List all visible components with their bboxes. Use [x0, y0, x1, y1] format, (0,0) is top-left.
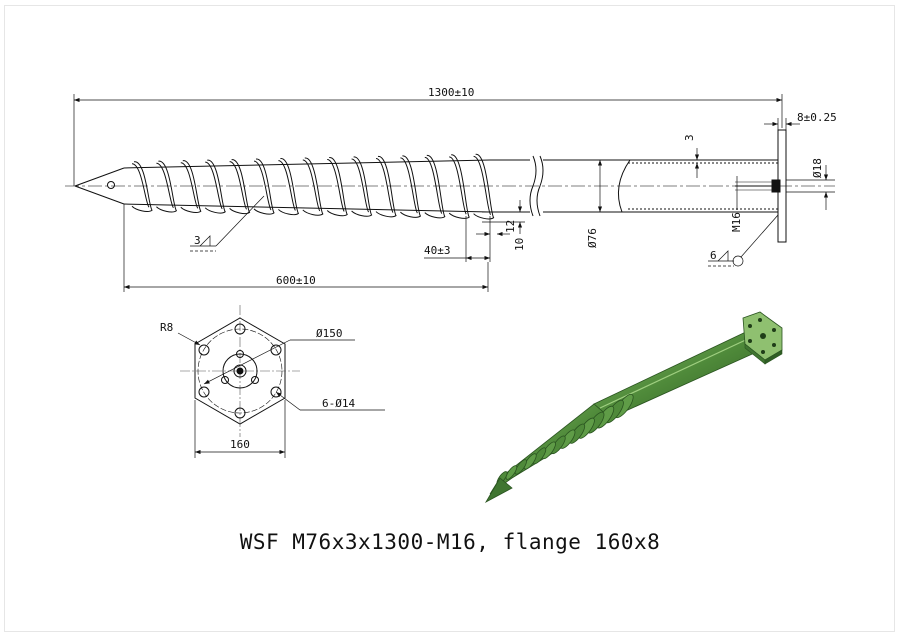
tip-hole [107, 181, 115, 189]
helix-coil [156, 160, 178, 213]
helix-coil [448, 154, 470, 219]
flange-bolt-circle: Ø150 [316, 327, 343, 340]
drawing-frame [4, 5, 895, 632]
helix-coil [204, 159, 226, 214]
helix-coil [253, 158, 275, 215]
helix-coil-inner [448, 156, 467, 215]
helix-coil-inner [302, 159, 321, 212]
helix-coil [326, 157, 348, 217]
dim-pitch-gap: 12 [504, 220, 517, 233]
weld-symbol-right: 6 [710, 249, 717, 262]
helix-coil-inner [351, 158, 370, 213]
dimension-lines [73, 94, 835, 292]
dim-overall-length: 1300±10 [428, 86, 474, 99]
inner-ring [222, 353, 258, 389]
helix-coil-3d [514, 459, 527, 475]
helix-coil [131, 161, 153, 212]
helix-coil-inner [375, 157, 394, 213]
helix-coil-3d [532, 447, 547, 465]
helix-coil-inner [424, 156, 443, 214]
dim-center-hole: Ø18 [811, 158, 824, 178]
helix-coil [302, 157, 324, 216]
flange-top-view [177, 305, 385, 458]
helix-coil-inner [204, 161, 223, 210]
helix-coil [278, 158, 300, 216]
break-mark-1 [529, 155, 537, 217]
dim-thread: M16 [730, 212, 743, 232]
helix-coil [375, 155, 397, 218]
flange-3d-holes [748, 318, 776, 354]
bolt-circle [197, 328, 283, 414]
dim-flange-thickness: 8±0.25 [797, 111, 837, 124]
helix-coil [473, 153, 495, 220]
dim-helix-offset: 40±3 [424, 244, 451, 257]
helix-coil [424, 154, 446, 219]
helix-coil-inner [253, 160, 272, 211]
flange-texts: R8 Ø150 6-Ø14 160 [160, 321, 355, 451]
tube-bottom-threaded [123, 203, 491, 213]
helix-coil [400, 155, 422, 218]
dim-helix-length: 600±10 [276, 274, 316, 287]
flange-bolt-holes: 6-Ø14 [322, 397, 355, 410]
pile-3d-render [484, 311, 783, 504]
helix-coil [180, 160, 202, 213]
helix-coil [351, 156, 373, 217]
dim-helix-height: 10 [513, 238, 526, 251]
pile-helix-3d [496, 393, 634, 485]
helix-coil-inner [131, 163, 150, 208]
side-view [65, 129, 835, 243]
helix-coil-inner [326, 159, 345, 212]
helix-thread [131, 153, 495, 220]
center-hole [233, 364, 247, 378]
dimension-texts: 1300±10 8±0.25 3 Ø18 M16 Ø76 12 10 40±3 … [194, 86, 837, 287]
helix-coil-inner [180, 162, 199, 209]
m16-nut [771, 179, 781, 193]
drawing-caption: WSF M76x3x1300-M16, flange 160x8 [239, 530, 661, 554]
section-cut [617, 159, 631, 213]
pile-tip [74, 167, 125, 205]
flange-corner-radius: R8 [160, 321, 173, 334]
pile-tip-3d [484, 477, 513, 504]
helix-coil-inner [156, 162, 174, 209]
break-mark-2 [536, 155, 544, 217]
helix-coil-3d [523, 453, 537, 470]
weld-symbol-left: 3 [194, 234, 201, 247]
helix-coil-3d [541, 441, 556, 460]
flange-width: 160 [230, 438, 250, 451]
helix-coil-inner [278, 160, 296, 211]
helix-coil-inner [229, 161, 248, 210]
helix-coil-3d [505, 465, 518, 480]
helix-coil [229, 159, 251, 215]
dim-wall-thickness: 3 [683, 134, 696, 141]
helix-coil-inner [400, 157, 418, 214]
dim-tube-diameter: Ø76 [586, 228, 599, 248]
